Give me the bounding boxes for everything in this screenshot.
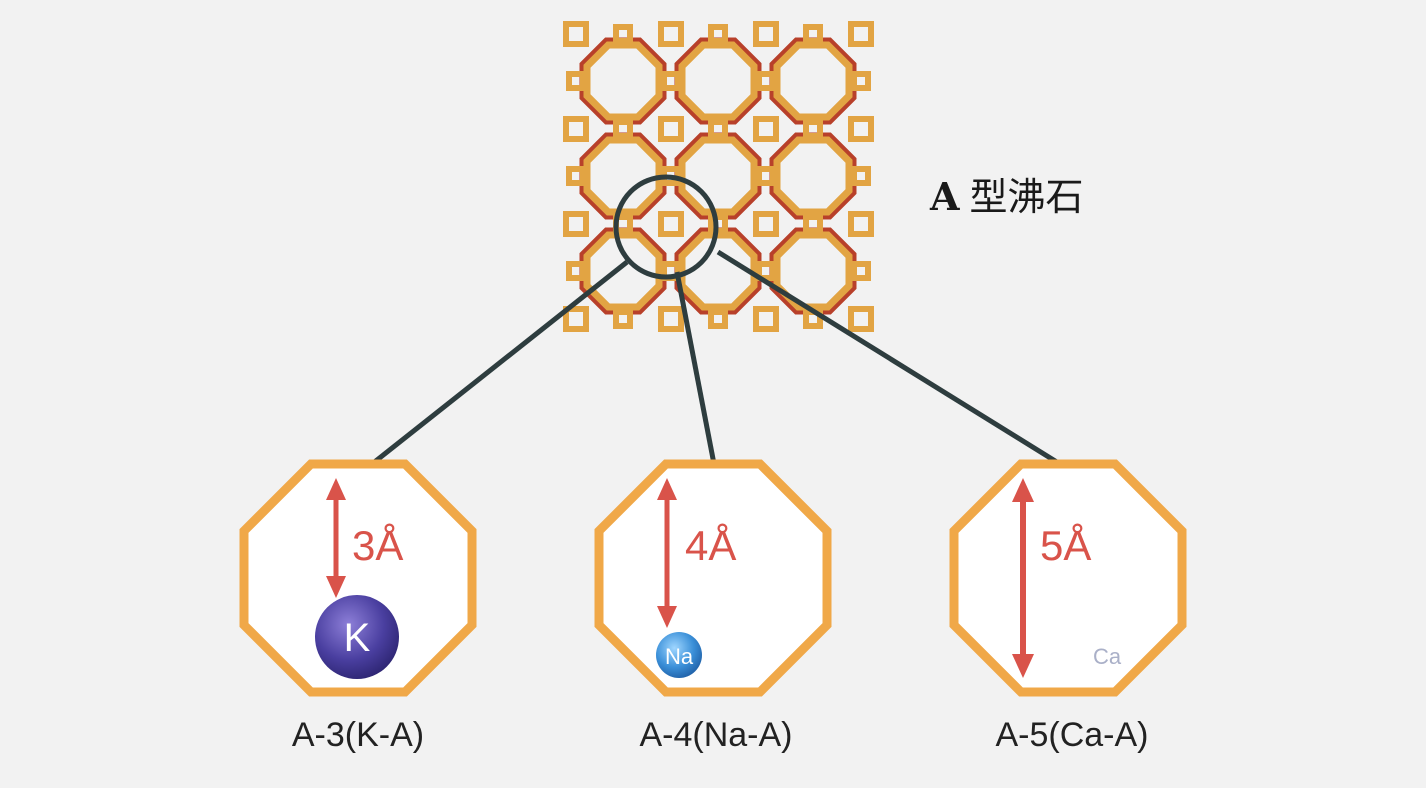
framework-square xyxy=(851,166,871,186)
k-ion-label: K xyxy=(344,616,371,660)
size-arrow-ca xyxy=(1012,478,1034,678)
caption-k: A-3(K-A) xyxy=(291,716,425,754)
framework-square xyxy=(753,306,779,332)
connector-lines xyxy=(370,249,1062,467)
framework-square xyxy=(803,214,823,234)
framework-ring xyxy=(583,231,663,311)
framework-square xyxy=(563,306,589,332)
framework-square xyxy=(848,306,874,332)
pore-k: 3Å K xyxy=(239,459,477,697)
pore-na: 4Å Na xyxy=(594,459,832,697)
framework-square xyxy=(658,211,684,237)
framework-square xyxy=(756,166,776,186)
framework-square xyxy=(566,71,586,91)
pore-size-label-na: 4Å xyxy=(685,522,736,569)
framework-square xyxy=(708,24,728,44)
ca-ion-label: Ca xyxy=(1093,644,1122,669)
highlighted-pore-circle xyxy=(613,174,719,280)
connector-line-na xyxy=(674,271,717,465)
framework-ring xyxy=(583,136,663,216)
framework-square xyxy=(753,211,779,237)
framework-square xyxy=(566,261,586,281)
title-text: 型沸石 xyxy=(969,175,1084,219)
k-ion xyxy=(315,595,399,679)
framework-square xyxy=(613,24,633,44)
framework-square xyxy=(658,116,684,142)
pore-size-label-ca: 5Å xyxy=(1040,522,1091,569)
connector-line-k xyxy=(370,260,629,466)
pore-octagon-ca xyxy=(949,459,1187,697)
framework-square xyxy=(848,211,874,237)
framework-ring xyxy=(678,41,758,121)
framework-square xyxy=(803,119,823,139)
framework-square xyxy=(566,166,586,186)
framework-square xyxy=(661,71,681,91)
framework-square xyxy=(756,261,776,281)
framework-square xyxy=(851,261,871,281)
size-arrow-na xyxy=(657,478,677,628)
framework-square xyxy=(563,116,589,142)
framework-ring xyxy=(773,41,853,121)
framework-square xyxy=(613,309,633,329)
framework-square xyxy=(753,116,779,142)
framework-square xyxy=(563,211,589,237)
framework-square xyxy=(756,71,776,91)
framework-ring xyxy=(678,136,758,216)
connector-line-ca xyxy=(716,249,1062,467)
framework-square xyxy=(803,24,823,44)
framework-ring xyxy=(583,41,663,121)
framework-square xyxy=(563,21,589,47)
framework-square xyxy=(658,306,684,332)
pore-ca: 5Å Ca xyxy=(949,459,1187,697)
framework-ring xyxy=(678,231,758,311)
framework-square xyxy=(851,71,871,91)
framework-square xyxy=(848,21,874,47)
pore-octagon-na xyxy=(594,459,832,697)
framework-square xyxy=(708,309,728,329)
pore-size-label-k: 3Å xyxy=(352,522,403,569)
framework-square xyxy=(708,119,728,139)
framework-square xyxy=(753,21,779,47)
framework-ring xyxy=(773,136,853,216)
size-arrow-k xyxy=(326,478,346,598)
framework-square xyxy=(613,119,633,139)
na-ion-label: Na xyxy=(665,644,694,669)
title-letter: A xyxy=(930,174,960,219)
framework-square xyxy=(848,116,874,142)
framework-ring xyxy=(773,231,853,311)
caption-na: A-4(Na-A) xyxy=(639,716,793,754)
na-ion xyxy=(656,632,702,678)
framework-square xyxy=(658,21,684,47)
pore-octagon-k xyxy=(239,459,477,697)
caption-ca: A-5(Ca-A) xyxy=(995,716,1149,754)
zeolite-a-framework xyxy=(563,21,874,332)
